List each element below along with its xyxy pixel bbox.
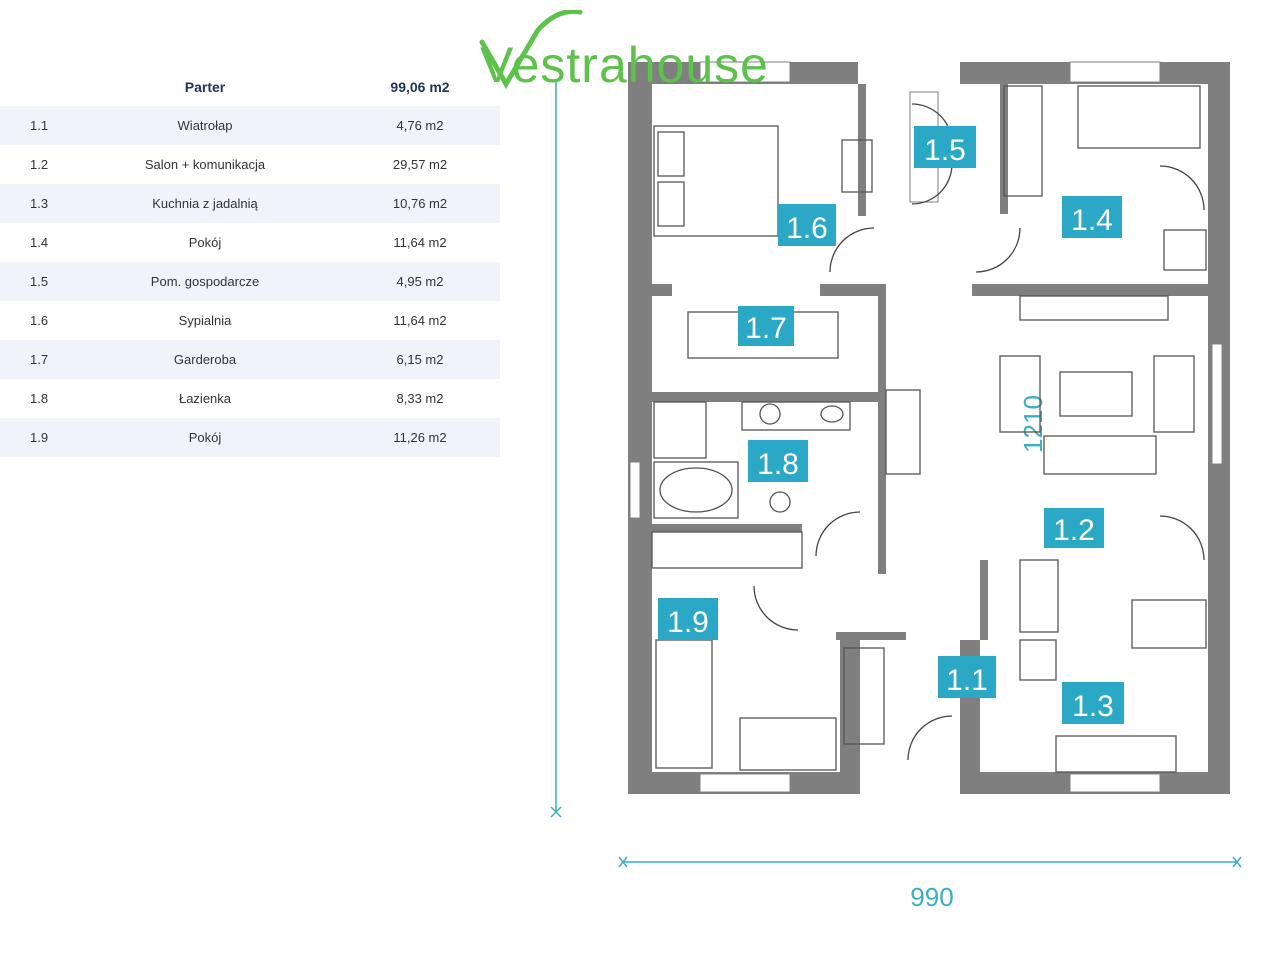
row-area: 4,76 m2 — [396, 118, 444, 133]
vestrahouse-logo: Vestrahouse — [479, 10, 769, 90]
row-id: 1.8 — [30, 391, 49, 406]
table-row: 1.2 Salon + komunikacja 29,57 m2 — [0, 145, 500, 184]
row-id: 1.7 — [30, 352, 49, 367]
room-label-1-1: 1.1 — [938, 656, 996, 698]
logo-swoosh — [479, 10, 583, 89]
row-id: 1.1 — [30, 118, 49, 133]
table-row: 1.1 Wiatrołap 4,76 m2 — [0, 106, 500, 145]
row-id: 1.3 — [30, 196, 49, 211]
svg-text:1.1: 1.1 — [946, 664, 988, 697]
svg-text:1.4: 1.4 — [1071, 204, 1113, 237]
room-label-1-5: 1.5 — [914, 126, 976, 168]
room-label-1-3: 1.3 — [1062, 682, 1124, 724]
row-name: Kuchnia z jadalnią — [152, 196, 258, 211]
svg-text:1.9: 1.9 — [667, 606, 709, 639]
row-name: Sypialnia — [178, 313, 232, 328]
row-id: 1.6 — [30, 313, 49, 328]
row-name: Pokój — [188, 430, 222, 445]
table-row: 1.6 Sypialnia 11,64 m2 — [0, 301, 500, 340]
furniture — [651, 85, 1207, 773]
row-id: 1.2 — [30, 157, 49, 172]
room-label-1-4: 1.4 — [1062, 196, 1122, 238]
table-row: 1.7 Garderoba 6,15 m2 — [0, 340, 500, 379]
row-name: Pom. gospodarcze — [150, 274, 260, 289]
svg-text:1.5: 1.5 — [924, 134, 966, 167]
logo-wordmark: Vestrahouse — [480, 37, 769, 90]
row-area: 11,64 m2 — [393, 313, 447, 328]
table-header: Parter 99,06 m2 — [0, 68, 500, 106]
table-row: 1.8 Łazienka 8,33 m2 — [0, 379, 500, 418]
row-area: 8,33 m2 — [396, 391, 444, 406]
svg-text:1.7: 1.7 — [745, 312, 787, 345]
room-label-1-7: 1.7 — [738, 306, 794, 346]
row-id: 1.9 — [30, 430, 49, 445]
row-area: 29,57 m2 — [392, 157, 448, 172]
row-name: Łazienka — [178, 391, 232, 406]
table-body: 1.1 Wiatrołap 4,76 m2 1.2 Salon + komunikac… — [0, 106, 500, 457]
table-row: 1.4 Pokój 11,64 m2 — [0, 223, 500, 262]
row-name: Garderoba — [173, 352, 237, 367]
header-floor-name: Parter — [184, 79, 226, 95]
row-name: Salon + komunikacja — [144, 157, 266, 172]
row-id: 1.4 — [30, 235, 49, 250]
row-name: Pokój — [188, 235, 222, 250]
windows — [629, 61, 1223, 793]
floor-plan: 1210 990 — [550, 61, 1242, 912]
width-dimension-label: 990 — [910, 882, 953, 912]
door-swings — [753, 103, 1205, 761]
row-area: 11,26 m2 — [393, 430, 447, 445]
svg-text:1.2: 1.2 — [1053, 514, 1095, 547]
row-area: 10,76 m2 — [392, 196, 448, 211]
row-area: 6,15 m2 — [396, 352, 444, 367]
row-area: 4,95 m2 — [396, 274, 444, 289]
table-row: 1.3 Kuchnia z jadalnią 10,76 m2 — [0, 184, 500, 223]
height-dimension-label: 1210 — [1018, 395, 1048, 453]
svg-text:1.8: 1.8 — [757, 448, 799, 481]
svg-text:1.6: 1.6 — [786, 212, 828, 245]
row-id: 1.5 — [30, 274, 49, 289]
height-dimension — [550, 80, 562, 818]
room-label-1-9: 1.9 — [658, 598, 718, 640]
table-row: 1.9 Pokój 11,26 m2 — [0, 418, 500, 457]
header-total-area: 99,06 m2 — [390, 79, 450, 95]
room-label-1-8: 1.8 — [748, 440, 808, 482]
row-name: Wiatrołap — [177, 118, 233, 133]
svg-text:1.3: 1.3 — [1072, 690, 1114, 723]
room-label-1-2: 1.2 — [1044, 508, 1104, 548]
width-dimension — [618, 856, 1242, 868]
room-label-1-6: 1.6 — [778, 204, 836, 246]
table-row: 1.5 Pom. gospodarcze 4,95 m2 — [0, 262, 500, 301]
row-area: 11,64 m2 — [393, 235, 447, 250]
